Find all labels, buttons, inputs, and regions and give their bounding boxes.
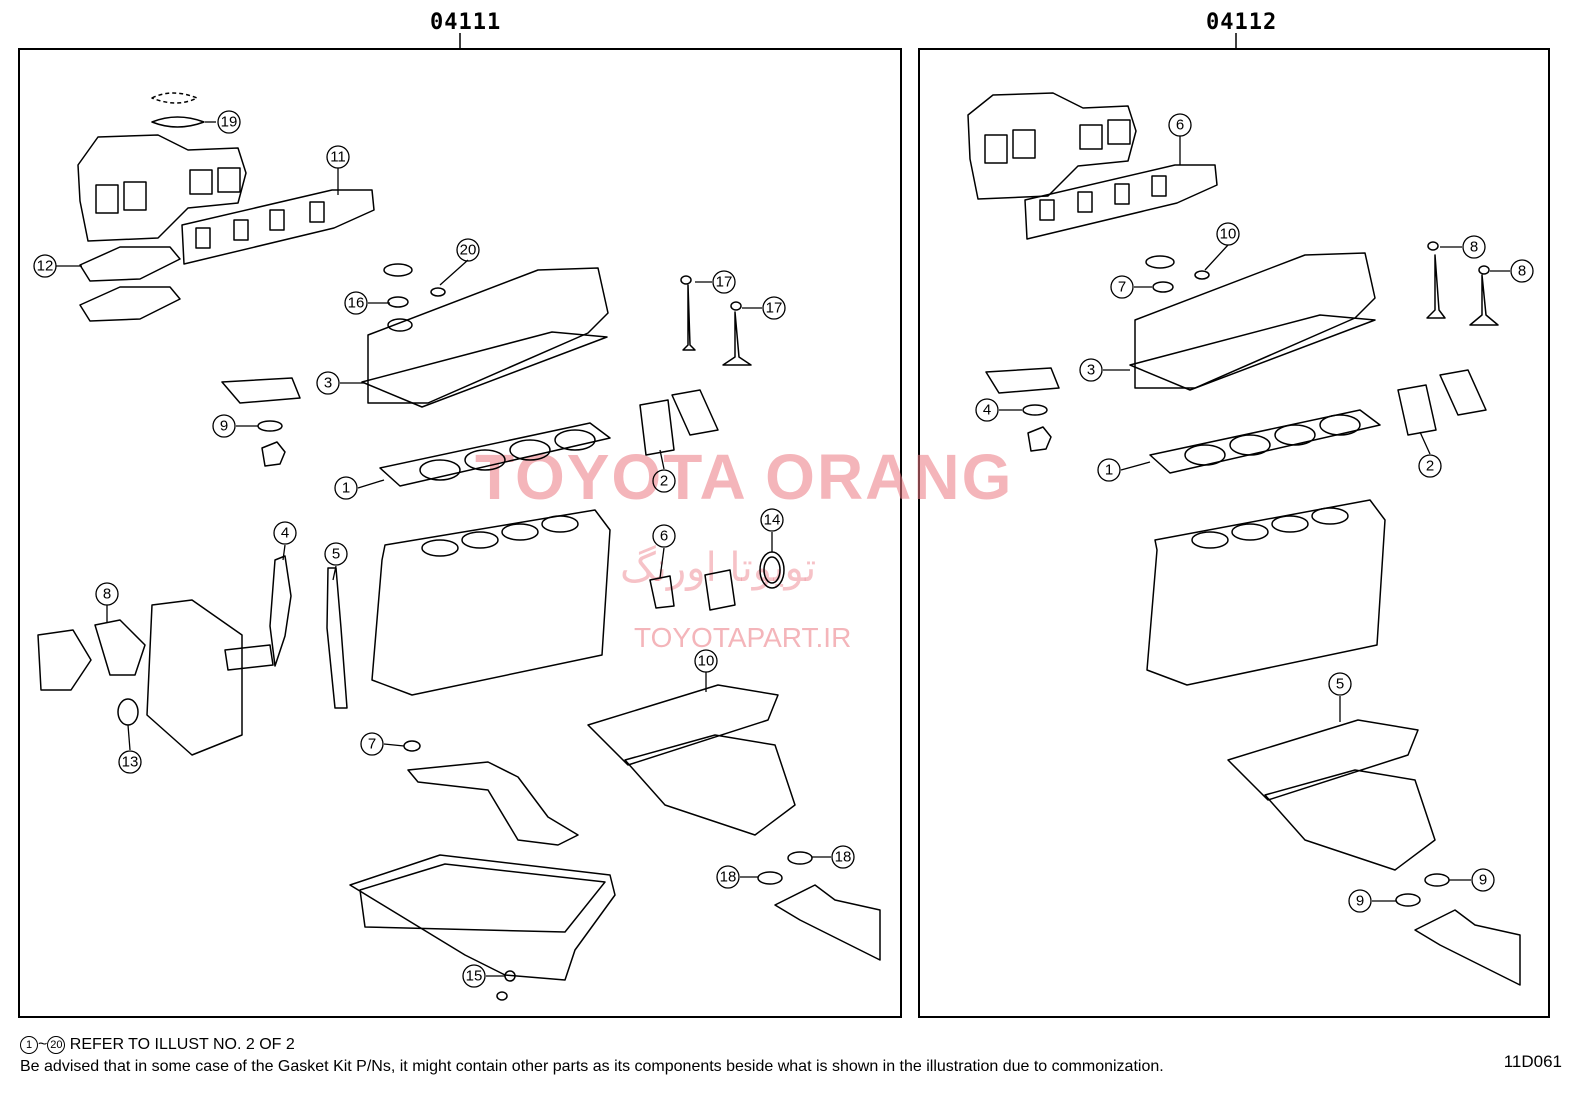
callout-r-3: 3: [1087, 362, 1095, 379]
callout-13: 13: [122, 754, 139, 771]
range-start: 1: [20, 1036, 38, 1054]
callout-r-9b: 9: [1356, 893, 1364, 910]
footer-reference: 1~20 REFER TO ILLUST NO. 2 OF 2: [20, 1036, 295, 1054]
callout-3: 3: [324, 375, 332, 392]
kit-label-04112: 04112: [1206, 10, 1278, 35]
callout-1: 1: [342, 480, 350, 497]
callout-12: 12: [37, 258, 54, 275]
watermark-url: TOYOTAPART.IR: [634, 622, 852, 653]
callout-16: 16: [348, 295, 365, 312]
callout-6: 6: [660, 528, 668, 545]
callout-r-1: 1: [1105, 462, 1113, 479]
callout-18b: 18: [720, 869, 737, 886]
callout-11: 11: [330, 149, 346, 166]
callout-8: 8: [103, 586, 111, 603]
range-end: 20: [47, 1036, 66, 1054]
callout-17a: 17: [716, 274, 733, 291]
reference-text: REFER TO ILLUST NO. 2 OF 2: [69, 1036, 295, 1054]
callout-15: 15: [466, 968, 483, 985]
callout-r-8b: 8: [1518, 263, 1526, 280]
panel-04112: [918, 48, 1550, 1018]
callout-19: 19: [221, 114, 238, 131]
callout-r-6: 6: [1176, 117, 1184, 134]
callout-4: 4: [281, 525, 289, 542]
footer-note: Be advised that in some case of the Gask…: [20, 1058, 1164, 1075]
illustration-code: 11D061: [1503, 1052, 1562, 1071]
callout-20: 20: [460, 242, 477, 259]
callout-18a: 18: [835, 849, 852, 866]
callout-17b: 17: [766, 300, 783, 317]
callout-10: 10: [698, 653, 715, 670]
callout-r-7: 7: [1118, 279, 1126, 296]
callout-7: 7: [368, 736, 376, 753]
callout-14: 14: [764, 512, 781, 529]
callout-r-10: 10: [1220, 226, 1237, 243]
watermark-brand: TOYOTA ORANG: [475, 441, 1014, 513]
callout-2: 2: [660, 473, 668, 490]
callout-5: 5: [332, 546, 340, 563]
callout-r-2: 2: [1426, 458, 1434, 475]
callout-9: 9: [220, 418, 228, 435]
callout-r-9a: 9: [1479, 872, 1487, 889]
kit-label-04111: 04111: [430, 10, 502, 35]
callout-r-5: 5: [1336, 676, 1344, 693]
callout-r-4: 4: [983, 402, 991, 419]
callout-r-8a: 8: [1470, 239, 1478, 256]
